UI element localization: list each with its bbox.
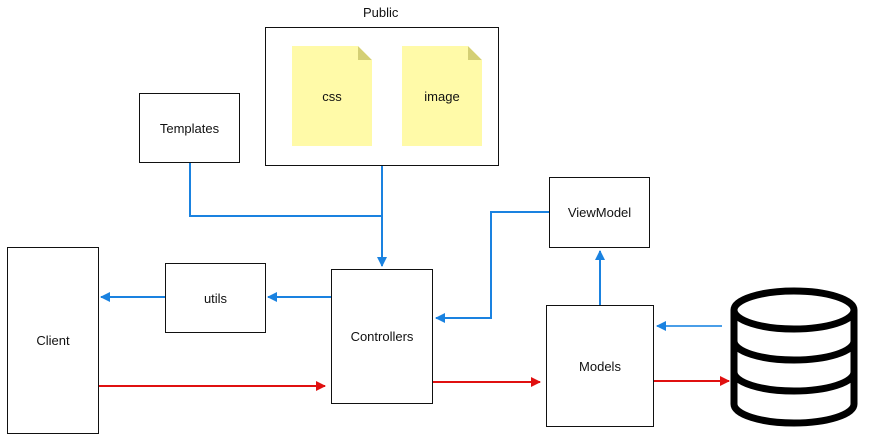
client-node: Client (7, 247, 99, 434)
image-file-label: image (424, 88, 460, 104)
controllers-label: Controllers (350, 329, 414, 344)
viewmodel-node: ViewModel (549, 177, 650, 248)
templates-to-junction-edge (189, 163, 382, 217)
image-fold-cut (468, 46, 482, 60)
models-label: Models (579, 358, 621, 374)
client-label: Client (36, 333, 70, 348)
database-icon (730, 287, 858, 427)
css-fold-cut (358, 46, 372, 60)
templates-label: Templates (159, 120, 220, 136)
css-file: css (292, 46, 372, 146)
templates-node: Templates (139, 93, 240, 163)
css-file-label: css (322, 88, 342, 104)
viewmodel-label: ViewModel (567, 205, 632, 220)
viewmodel-to-controllers-edge (435, 211, 549, 323)
models-node: Models (546, 305, 654, 427)
controllers-node: Controllers (331, 269, 433, 404)
utils-node: utils (165, 263, 266, 333)
public-group-label: Public (363, 5, 399, 20)
image-file: image (402, 46, 482, 146)
utils-label: utils (203, 290, 228, 306)
